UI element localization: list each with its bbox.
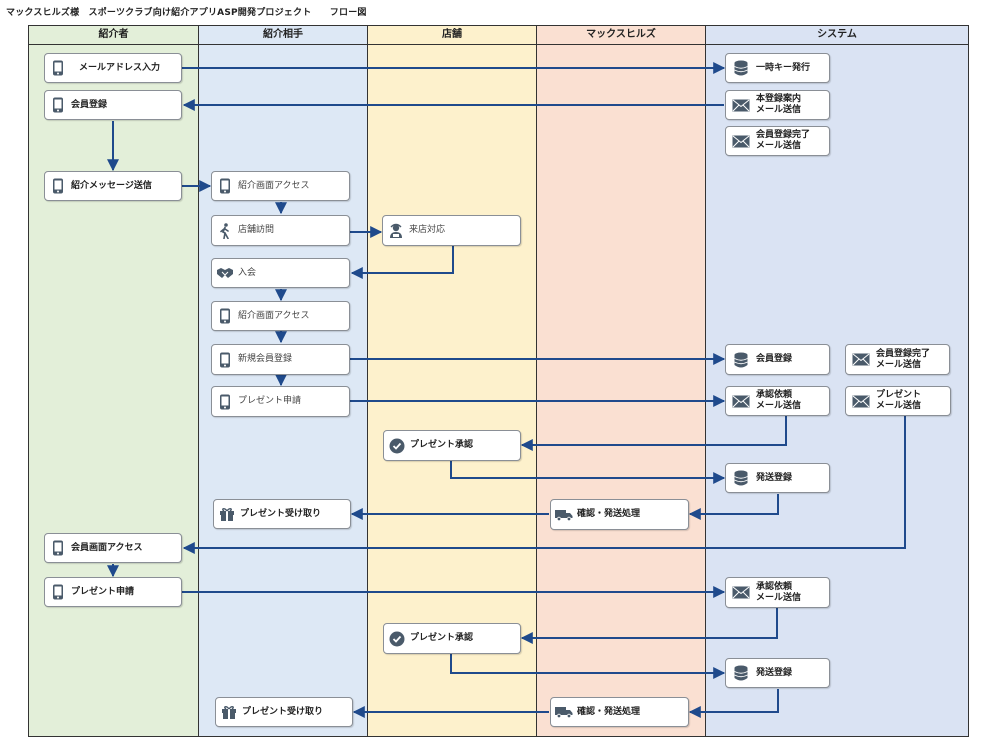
node-send-referral-message: 紹介メッセージ送信 (44, 171, 182, 201)
node-temp-key-issue: 一時キー発行 (725, 53, 830, 83)
node-present-approval: プレゼント承認 (383, 430, 521, 461)
gift-icon (214, 506, 240, 522)
node-label: 入会 (238, 267, 257, 278)
node-approval-request-mail-2: 承認依頼 メール送信 (725, 577, 830, 608)
gift-icon (216, 704, 242, 720)
node-label: 店舗訪問 (238, 225, 275, 235)
mail-icon (726, 135, 756, 148)
node-label: 新規会員登録 (238, 354, 293, 364)
node-present-request: プレゼント申請 (44, 577, 182, 607)
truck-icon (551, 706, 577, 718)
lane-header: マックスヒルズ (537, 26, 705, 45)
node-present-approval-2: プレゼント承認 (383, 623, 521, 654)
node-email-input: メールアドレス入力 (44, 53, 182, 83)
database-icon (726, 352, 756, 368)
node-confirm-ship-2: 確認・発送処理 (550, 697, 689, 727)
node-referral-page-access: 紹介画面アクセス (211, 171, 350, 201)
node-label: プレゼント承認 (410, 633, 474, 643)
node-receive-present-2: プレゼント受け取り (215, 697, 353, 727)
node-confirm-ship: 確認・発送処理 (550, 499, 689, 530)
node-registration-complete-mail: 会員登録完了 メール送信 (725, 126, 830, 156)
database-icon (726, 470, 756, 486)
node-label: 会員登録 (756, 354, 793, 364)
lane-header: 紹介者 (29, 26, 198, 45)
mail-icon (846, 353, 876, 366)
node-shipping-registration-2: 発送登録 (725, 658, 830, 688)
diagram-title: マックスヒルズ様 スポーツクラブ向け紹介アプリASP開発プロジェクト フロー図 (6, 8, 367, 18)
lane-store: 店舗 (367, 25, 537, 737)
node-label: 発送登録 (756, 472, 793, 483)
truck-icon (551, 509, 577, 521)
node-approval-request-mail: 承認依頼 メール送信 (725, 386, 830, 416)
node-store-visit: 店舗訪問 (211, 215, 350, 246)
node-label: 承認依頼 メール送信 (756, 581, 802, 603)
node-label: 本登録案内 メール送信 (756, 94, 802, 115)
node-label: 発送登録 (756, 667, 793, 678)
node-shipping-registration: 発送登録 (725, 463, 830, 493)
node-label: 確認・発送処理 (577, 509, 641, 519)
lane-maxhills: マックスヒルズ (536, 25, 706, 737)
check-icon (384, 438, 410, 454)
node-present-request-referee: プレゼント申請 (211, 386, 350, 417)
mail-icon (726, 586, 756, 599)
node-label: 紹介画面アクセス (238, 180, 310, 191)
node-registration-complete-mail-2: 会員登録完了 メール送信 (845, 344, 950, 375)
phone-icon (212, 308, 238, 324)
database-icon (726, 60, 756, 76)
phone-icon (45, 540, 71, 556)
node-registration-guide-mail: 本登録案内 メール送信 (725, 90, 830, 120)
node-referral-page-access-2: 紹介画面アクセス (211, 301, 350, 331)
lane-header: 店舗 (368, 26, 536, 45)
node-label: 確認・発送処理 (577, 706, 641, 717)
node-member-page-access: 会員画面アクセス (44, 533, 182, 563)
mail-icon (726, 395, 756, 408)
phone-icon (45, 584, 71, 600)
node-label: 承認依頼 メール送信 (756, 390, 802, 411)
node-label: 会員登録完了 メール送信 (876, 348, 931, 370)
node-label: プレゼント申請 (238, 396, 302, 406)
node-label: メールアドレス入力 (79, 62, 161, 73)
staff-icon (383, 223, 409, 239)
node-present-mail: プレゼント メール送信 (845, 386, 951, 416)
walk-icon (212, 222, 238, 239)
node-label: プレゼント承認 (410, 440, 474, 450)
node-label: 来店対応 (409, 225, 446, 235)
handshake-icon (212, 267, 238, 279)
mail-icon (726, 99, 756, 112)
node-join: 入会 (211, 258, 350, 288)
phone-icon (45, 178, 71, 194)
node-member-registration-system: 会員登録 (725, 344, 830, 375)
phone-icon (45, 60, 71, 76)
node-label: 紹介メッセージ送信 (71, 180, 152, 191)
node-label: 一時キー発行 (756, 62, 811, 73)
phone-icon (212, 352, 238, 368)
node-label: 会員登録完了 メール送信 (756, 130, 811, 151)
node-member-registration: 会員登録 (44, 90, 182, 120)
check-icon (384, 631, 410, 647)
node-new-member-registration: 新規会員登録 (211, 344, 350, 375)
phone-icon (45, 97, 71, 113)
lane-header: システム (706, 26, 968, 45)
database-icon (726, 665, 756, 681)
mail-icon (846, 395, 876, 408)
node-receive-present: プレゼント受け取り (213, 499, 351, 529)
phone-icon (212, 394, 238, 410)
node-label: 会員画面アクセス (71, 542, 143, 553)
node-label: 紹介画面アクセス (238, 310, 310, 321)
phone-icon (212, 178, 238, 194)
node-store-reception: 来店対応 (382, 215, 521, 246)
node-label: プレゼント申請 (71, 586, 135, 597)
lane-header: 紹介相手 (199, 26, 367, 45)
node-label: 会員登録 (71, 99, 108, 110)
node-label: プレゼント メール送信 (876, 390, 922, 411)
lane-referee: 紹介相手 (198, 25, 368, 737)
lane-referrer: 紹介者 (28, 25, 199, 737)
node-label: プレゼント受け取り (240, 508, 322, 519)
node-label: プレゼント受け取り (242, 706, 324, 717)
